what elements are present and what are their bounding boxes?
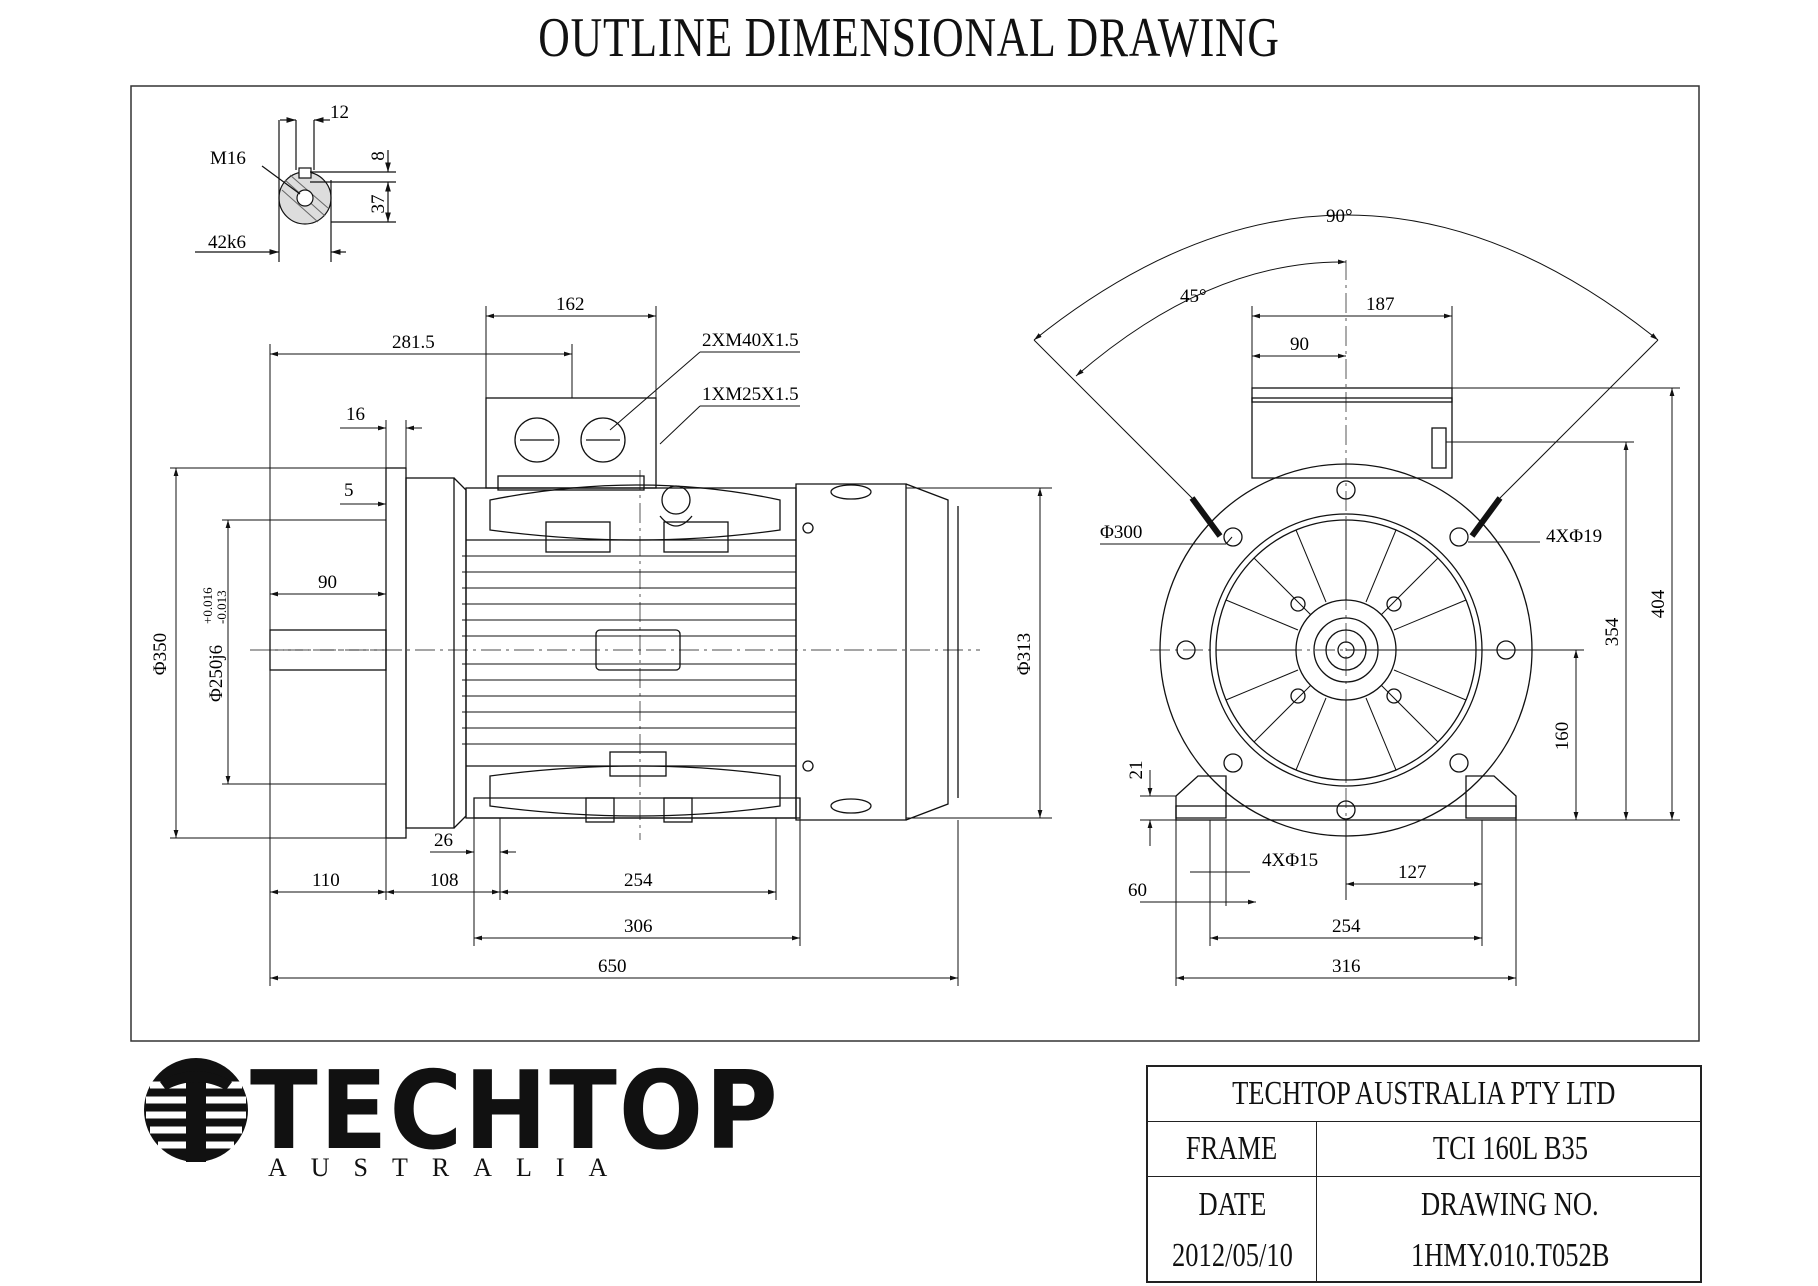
dim-foot-width: 316 [1332, 956, 1361, 977]
label-gland-main: 2XM40X1.5 [702, 330, 799, 351]
label-foot-holes: 4XΦ15 [1262, 850, 1318, 871]
title-block-labels-row: DATE DRAWING NO. [1148, 1177, 1700, 1232]
dim-foot-hole-spacing: 254 [624, 870, 653, 891]
dim-box-half: 90 [1290, 334, 1309, 355]
title-block-date-label: DATE [1198, 1185, 1266, 1223]
dim-key-depth: 8 [368, 151, 389, 161]
dim-shaft-height: 37 [368, 195, 389, 214]
drawing-frame [130, 85, 1700, 1042]
dim-foot-height: 26 [434, 830, 453, 851]
dim-half-foot-spacing: 127 [1398, 862, 1427, 883]
dim-pcd: Φ300 [1100, 522, 1142, 543]
title-block-frame-value: TCI 160L B35 [1432, 1130, 1588, 1167]
dim-spigot-tol-lower: -0.013 [214, 590, 229, 624]
motor-end-view [1150, 260, 1550, 850]
dim-foot-length: 306 [624, 916, 653, 937]
dim-spigot-tol-upper: +0.016 [200, 587, 215, 624]
motor-side-view [250, 397, 980, 840]
title-block-drawing-no-label: DRAWING NO. [1421, 1185, 1599, 1223]
brand-name: TECHTOP [250, 1049, 780, 1174]
label-gland-aux: 1XM25X1.5 [702, 384, 799, 405]
brand-logo: TECHTOP AUSTRALIA [140, 1049, 780, 1185]
dim-spigot-dia: Φ250j6 [206, 645, 227, 702]
dim-thread: M16 [210, 148, 246, 169]
dim-foot-hole-spacing-end: 254 [1332, 916, 1361, 937]
title-block-frame-label: FRAME [1186, 1130, 1278, 1167]
dim-box-width: 187 [1366, 294, 1395, 315]
dim-angle-half: 45° [1180, 286, 1207, 307]
label-flange-holes: 4XΦ19 [1546, 526, 1602, 547]
dim-shaft-to-foot: 108 [430, 870, 459, 891]
dim-key-width: 12 [330, 102, 349, 123]
drawing-title: OUTLINE DIMENSIONAL DRAWING [538, 7, 1280, 69]
dim-overall-length: 650 [598, 956, 627, 977]
dim-overall-height: 404 [1648, 589, 1669, 618]
dim-flange-thickness: 16 [346, 404, 365, 425]
title-block-company: TECHTOP AUSTRALIA PTY LTD [1232, 1075, 1616, 1112]
title-block-values-row: 2012/05/10 1HMY.010.T052B [1148, 1229, 1700, 1283]
shaft-section-detail [195, 117, 396, 262]
dim-shaft-dia: 42k6 [208, 232, 246, 253]
title-block: TECHTOP AUSTRALIA PTY LTD FRAME TCI 160L… [1146, 1065, 1702, 1283]
dim-terminal-box-width: 162 [556, 294, 585, 315]
side-view-dimensions [170, 306, 1052, 986]
dim-foot-edge: 60 [1128, 880, 1147, 901]
title-block-company-row: TECHTOP AUSTRALIA PTY LTD [1148, 1067, 1700, 1122]
dim-terminal-box-offset: 281.5 [392, 332, 435, 353]
dim-shaft-height-end: 160 [1552, 722, 1573, 751]
dim-shaft-extension: 110 [312, 870, 340, 891]
dim-foot-thickness: 21 [1126, 761, 1147, 780]
dim-spigot: 5 [344, 480, 354, 501]
dim-angle-total: 90° [1326, 206, 1353, 227]
dim-flange-dia: Φ350 [150, 633, 171, 675]
dim-body-dia: Φ313 [1014, 633, 1035, 675]
techtop-logo-icon [144, 1058, 248, 1162]
title-block-divider [1316, 1122, 1317, 1283]
dim-box-top-height: 354 [1602, 617, 1623, 646]
dim-shaft-length: 90 [318, 572, 337, 593]
title-block-drawing-no-value: 1HMY.010.T052B [1410, 1237, 1610, 1274]
end-view-dimensions [1033, 214, 1680, 986]
dim-spigot-dia-group: Φ250j6 +0.016 -0.013 [200, 587, 229, 702]
title-block-frame-row: FRAME TCI 160L B35 [1148, 1122, 1700, 1177]
brand-subtitle: AUSTRALIA [268, 1153, 632, 1182]
title-block-date-value: 2012/05/10 [1171, 1237, 1293, 1274]
